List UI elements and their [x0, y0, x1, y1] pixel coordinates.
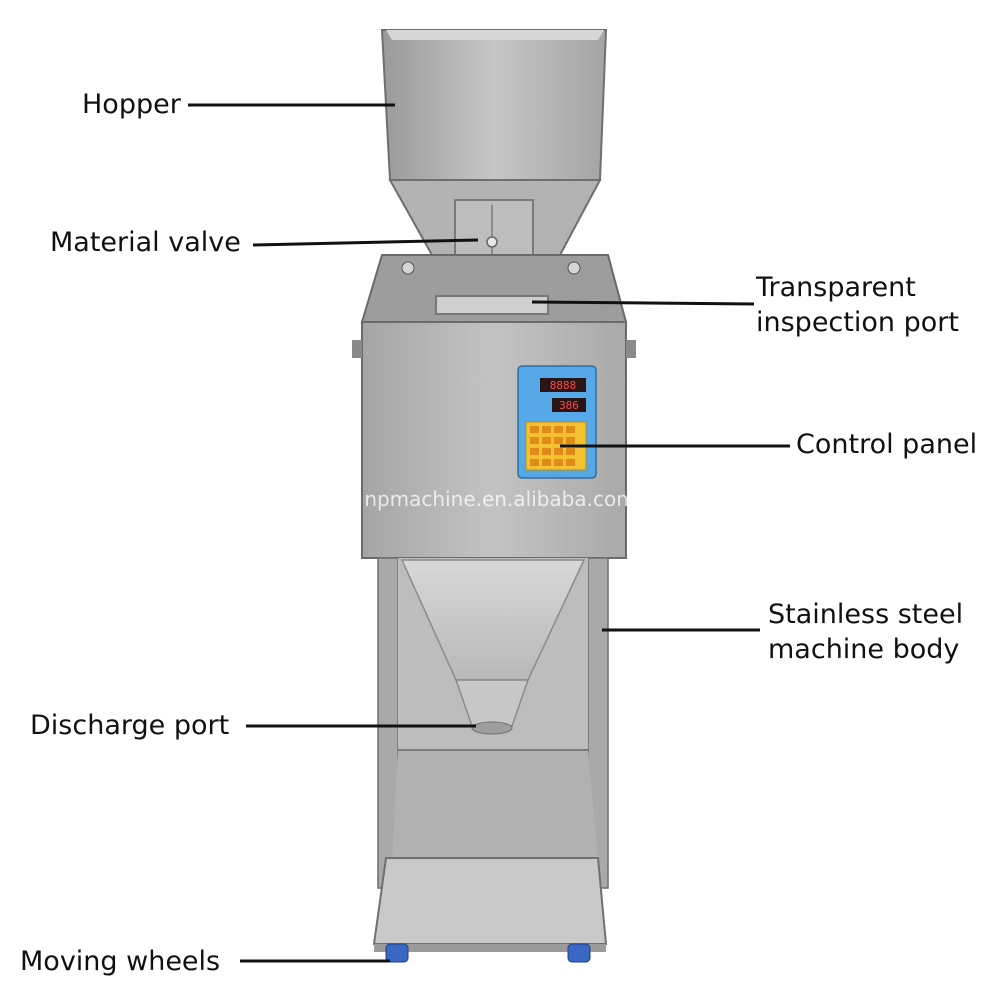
callout-inspection-port-line2: inspection port [756, 307, 959, 338]
callout-stainless-steel-machine-body: Stainless steel machine body [768, 597, 963, 667]
panel-display-top: 8888 [550, 379, 577, 392]
panel-display-bottom: 386 [559, 399, 579, 412]
leader-material-valve [252, 238, 479, 247]
callout-machine-body-line1: Stainless steel [768, 599, 964, 630]
callout-hopper-text: Hopper [82, 89, 181, 120]
inspection-port-window [435, 295, 549, 315]
callout-moving-wheels-text: Moving wheels [20, 946, 221, 977]
callout-material-valve-text: Material valve [50, 227, 241, 258]
callout-inspection-port-line1: Transparent [756, 272, 916, 303]
control-panel: 8888 386 [517, 365, 597, 479]
watermark: npmachine.en.alibaba.com [364, 487, 635, 511]
callout-hopper: Hopper [82, 87, 181, 122]
machine-base [372, 857, 608, 952]
discharge-cone [400, 559, 586, 735]
callout-discharge-port: Discharge port [30, 708, 229, 743]
callout-discharge-port-text: Discharge port [30, 710, 230, 741]
body-top [360, 254, 628, 323]
callout-control-panel-text: Control panel [796, 429, 978, 460]
callout-machine-body-line2: machine body [768, 634, 960, 665]
callout-transparent-inspection-port: Transparent inspection port [756, 270, 959, 340]
moving-wheels [385, 943, 591, 963]
discharge-port-outlet [471, 721, 513, 735]
callout-control-panel: Control panel [796, 427, 977, 462]
leader-inspection-port [531, 300, 755, 306]
leader-lines [188, 103, 790, 963]
callout-material-valve: Material valve [50, 225, 241, 260]
callout-moving-wheels: Moving wheels [20, 944, 220, 979]
